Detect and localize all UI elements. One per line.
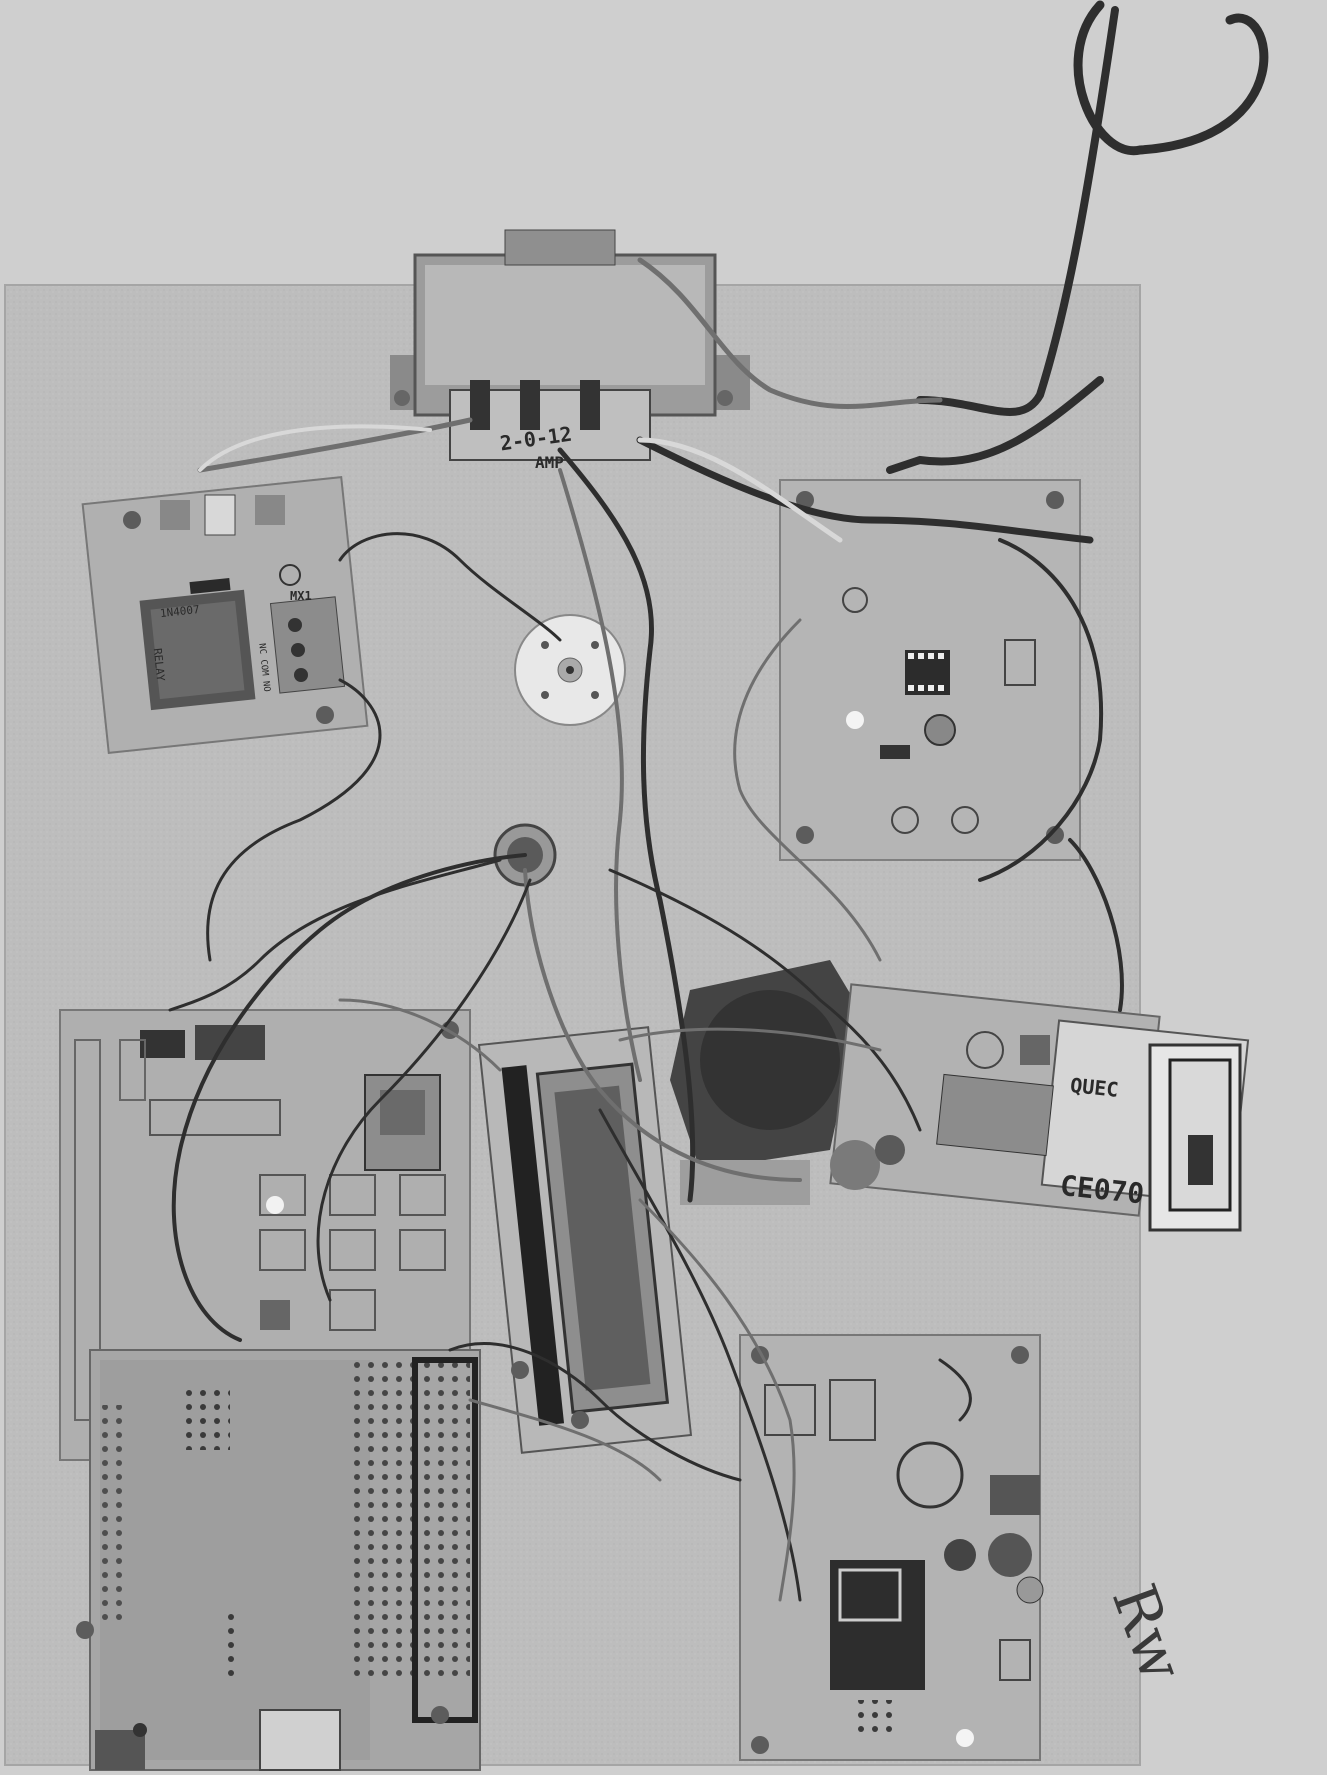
- sensor-board: [779, 479, 1081, 861]
- speaker: [670, 960, 860, 1205]
- transformer-amp-label: AMP: [535, 453, 564, 472]
- wifi-module: [739, 1334, 1044, 1761]
- gsm-brand-label: QUEC: [1069, 1073, 1119, 1102]
- gsm-module: QUEC CE070: [829, 983, 1250, 1232]
- motor: [514, 614, 626, 726]
- relay-header-label: MX1: [290, 589, 312, 603]
- relay-label: RELAY: [151, 648, 167, 683]
- relay-module: 1N4007 RELAY MX1 NC COM NO: [81, 475, 369, 755]
- wiring: [168, 0, 1269, 1602]
- diode-label: 1N4007: [159, 603, 200, 620]
- lcd-display: [477, 1026, 693, 1454]
- arduino-board: [76, 1349, 481, 1771]
